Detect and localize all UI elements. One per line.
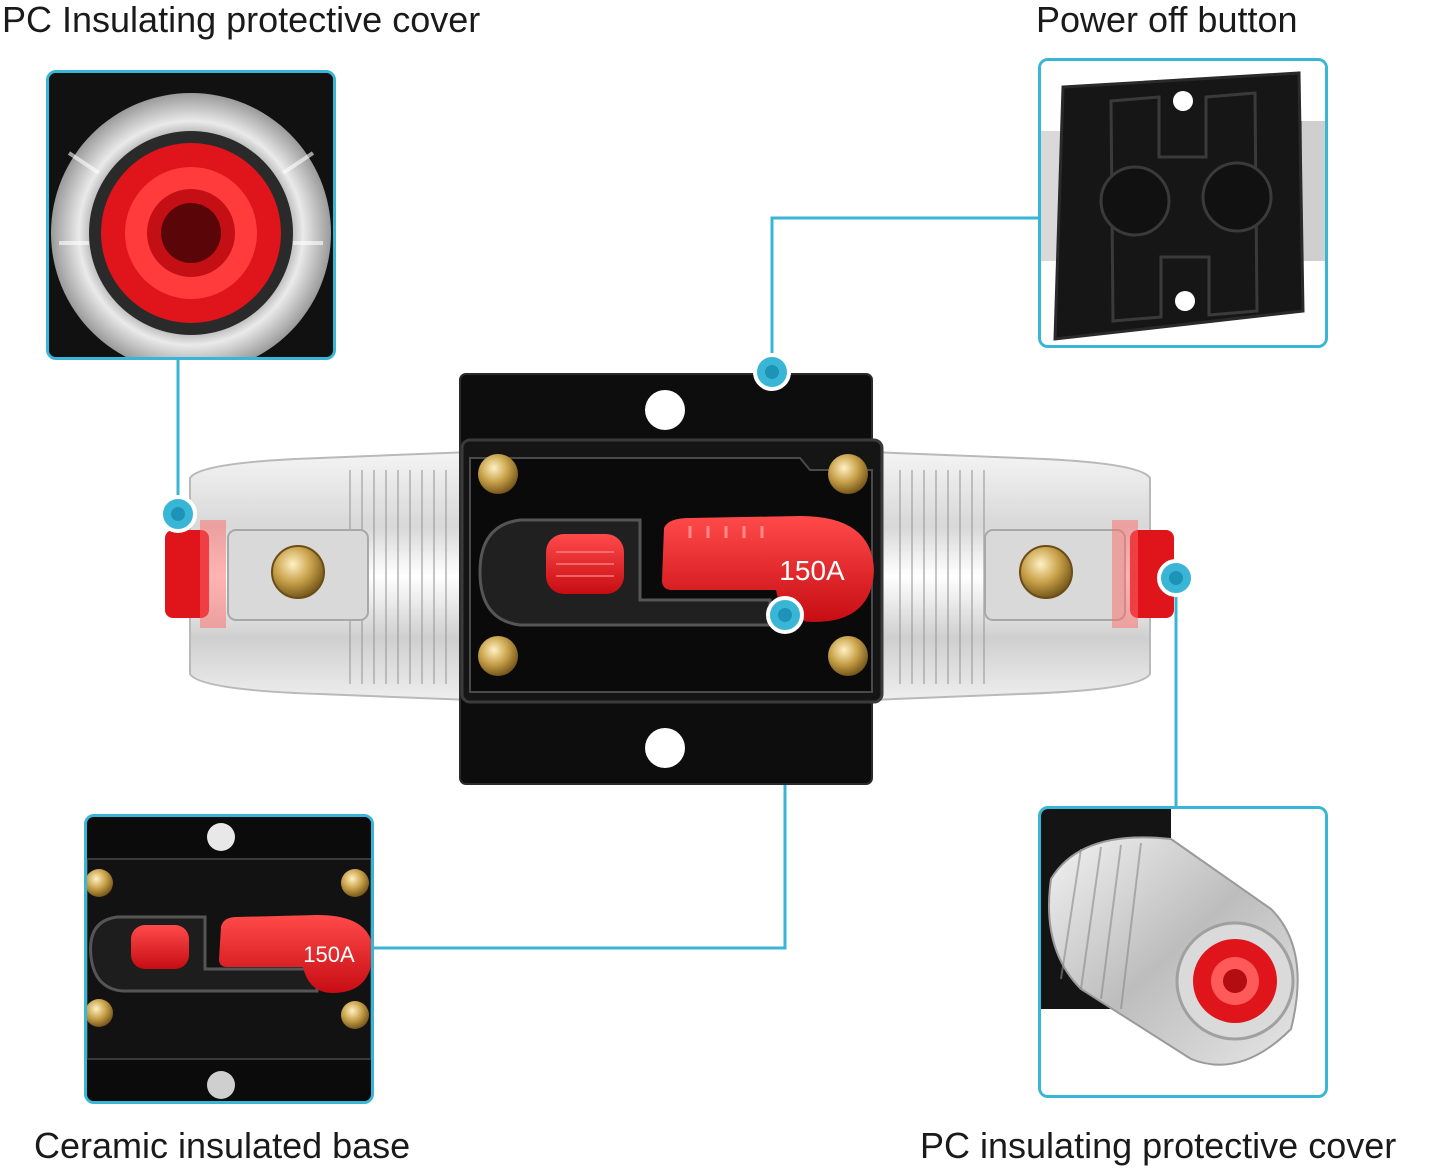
rating-label: 150A: [779, 555, 845, 586]
detail-rating-label: 150A: [303, 942, 355, 967]
detail-ceramic-insulated-base: 150A: [84, 814, 374, 1104]
detail-insulating-cover-top: [46, 70, 336, 360]
label-pc-insulating-cover-top: PC Insulating protective cover: [2, 0, 481, 40]
detail-insulating-cover-bottom: [1038, 806, 1328, 1098]
detail-power-off-button: [1038, 58, 1328, 348]
label-power-off-button: Power off button: [1036, 0, 1298, 40]
label-pc-insulating-cover-bottom: PC insulating protective cover: [920, 1125, 1397, 1166]
label-ceramic-insulated-base: Ceramic insulated base: [34, 1125, 411, 1166]
